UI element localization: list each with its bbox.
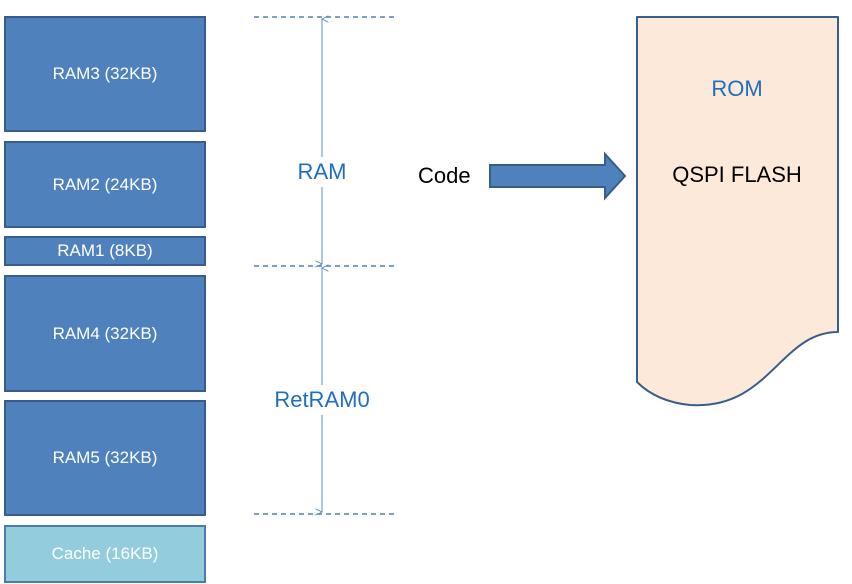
- rom-title: ROM: [711, 76, 763, 101]
- code-label: Code: [418, 163, 471, 188]
- ram-region-label: RAM: [293, 157, 351, 187]
- memory-block-ram1: RAM1 (8KB): [4, 236, 206, 266]
- memory-block-label: RAM4 (32KB): [52, 323, 158, 343]
- memory-block-label: Cache (16KB): [51, 544, 159, 563]
- rom-document-shape: [636, 16, 839, 407]
- code-arrow-shape: [489, 151, 627, 201]
- memory-block-label: RAM2 (24KB): [52, 174, 158, 194]
- memory-block-ram5: RAM5 (32KB): [4, 400, 206, 516]
- memory-block-cache: Cache (16KB): [4, 525, 206, 583]
- memory-block-ram3: RAM3 (32KB): [4, 16, 206, 132]
- retram-region-label: RetRAM0: [270, 385, 374, 415]
- memory-block-ram2: RAM2 (24KB): [4, 141, 206, 228]
- memory-block-label: RAM3 (32KB): [52, 64, 158, 83]
- memory-block-label: RAM1 (8KB): [57, 241, 153, 260]
- memory-block-ram4: RAM4 (32KB): [4, 275, 206, 392]
- memory-block-label: RAM5 (32KB): [52, 448, 158, 467]
- rom-qspi-flash-label: QSPI FLASH: [672, 162, 802, 187]
